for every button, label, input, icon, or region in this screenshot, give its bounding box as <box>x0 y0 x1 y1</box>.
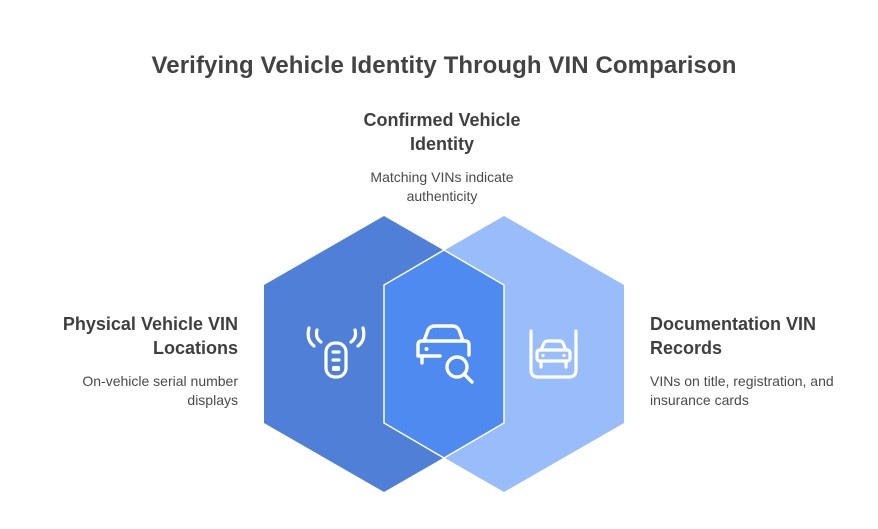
center-description: Matching VINs indicate authenticity <box>370 169 514 204</box>
right-heading: Documentation VIN Records <box>650 314 817 358</box>
right-label-block: Documentation VIN Records VINs on title,… <box>650 312 870 410</box>
center-label-block: Confirmed Vehicle Identity Matching VINs… <box>342 108 542 206</box>
diagram-title: Verifying Vehicle Identity Through VIN C… <box>151 52 737 79</box>
left-description: On-vehicle serial number displays <box>82 373 238 408</box>
left-heading: Physical Vehicle VIN Locations <box>62 314 238 358</box>
car-search-icon <box>416 324 474 384</box>
overlap-hexagon <box>383 249 505 459</box>
car-document-icon <box>529 329 578 379</box>
center-heading: Confirmed Vehicle Identity <box>363 110 521 154</box>
car-key-fob-icon <box>306 326 366 379</box>
right-description: VINs on title, registration, and insuran… <box>650 373 834 408</box>
left-label-block: Physical Vehicle VIN Locations On-vehicl… <box>30 312 238 410</box>
